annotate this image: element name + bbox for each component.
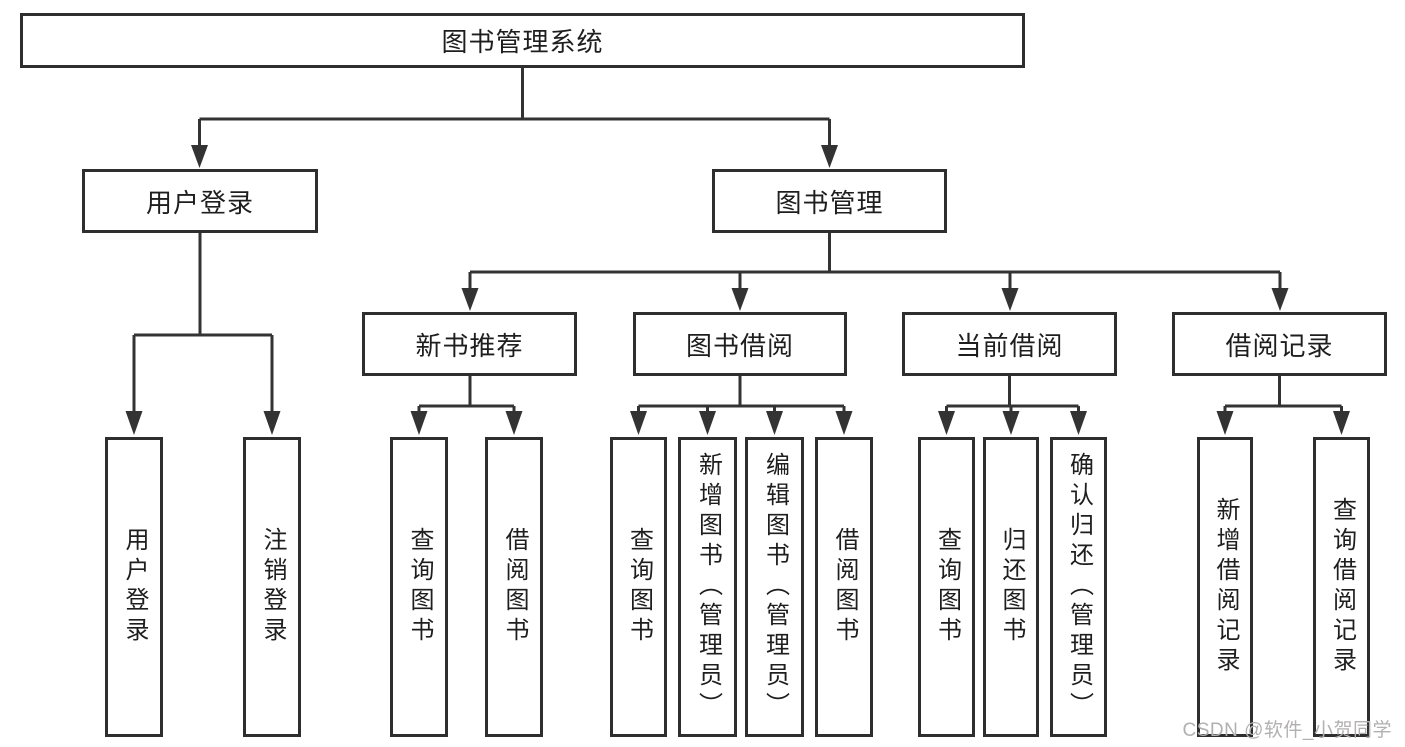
leaf-user-login: 用户登录 [105,437,163,737]
node-label: 新书推荐 [415,330,524,361]
leaf-borrow-edit-books-admin: 编辑图书（管理员） [745,437,804,737]
leaf-label: 查询借阅记录 [1328,497,1356,677]
leaf-label: 用户登录 [121,527,148,647]
node-label: 借阅记录 [1225,330,1334,361]
leaf-borrow-borrow-books: 借阅图书 [815,437,873,737]
node-current-borrow: 当前借阅 [902,312,1117,376]
leaf-current-query-books: 查询图书 [918,437,975,737]
leaf-label: 借阅图书 [501,527,528,647]
leaf-current-confirm-return-admin: 确认归还（管理员） [1050,437,1107,737]
leaf-records-add-record: 新增借阅记录 [1197,437,1253,737]
node-new-book-recommend: 新书推荐 [362,312,577,376]
leaf-label: 新增图书（管理员） [694,452,722,722]
node-library-management-system: 图书管理系统 [20,13,1025,68]
leaf-records-query-record: 查询借阅记录 [1313,437,1370,737]
node-book-management: 图书管理 [712,169,947,233]
leaf-label: 新增借阅记录 [1212,497,1239,677]
leaf-label: 确认归还（管理员） [1065,452,1093,722]
leaf-label: 查询图书 [933,527,961,647]
leaf-recommend-borrow-books: 借阅图书 [485,437,543,737]
leaf-label: 查询图书 [406,527,433,647]
csdn-watermark: CSDN @软件_小贺同学 [1182,720,1392,741]
node-book-borrow: 图书借阅 [633,312,847,376]
leaf-recommend-query-books: 查询图书 [390,437,448,737]
arrowheads [125,145,1350,435]
node-label: 用户登录 [145,187,254,218]
leaf-label: 查询图书 [625,527,653,647]
node-label: 图书管理系统 [441,27,604,57]
node-label: 图书借阅 [685,330,794,361]
leaf-logout: 注销登录 [243,437,301,737]
node-user-login: 用户登录 [82,169,318,233]
node-label: 当前借阅 [955,330,1064,361]
node-borrow-records: 借阅记录 [1172,312,1387,376]
leaf-borrow-add-books-admin: 新增图书（管理员） [678,437,737,737]
leaf-current-return-books: 归还图书 [983,437,1039,737]
node-label: 图书管理 [775,187,884,218]
leaf-label: 归还图书 [998,527,1025,647]
leaf-borrow-query-books: 查询图书 [610,437,667,737]
leaf-label: 注销登录 [259,527,286,647]
leaf-label: 编辑图书（管理员） [761,452,789,722]
leaf-label: 借阅图书 [831,527,858,647]
